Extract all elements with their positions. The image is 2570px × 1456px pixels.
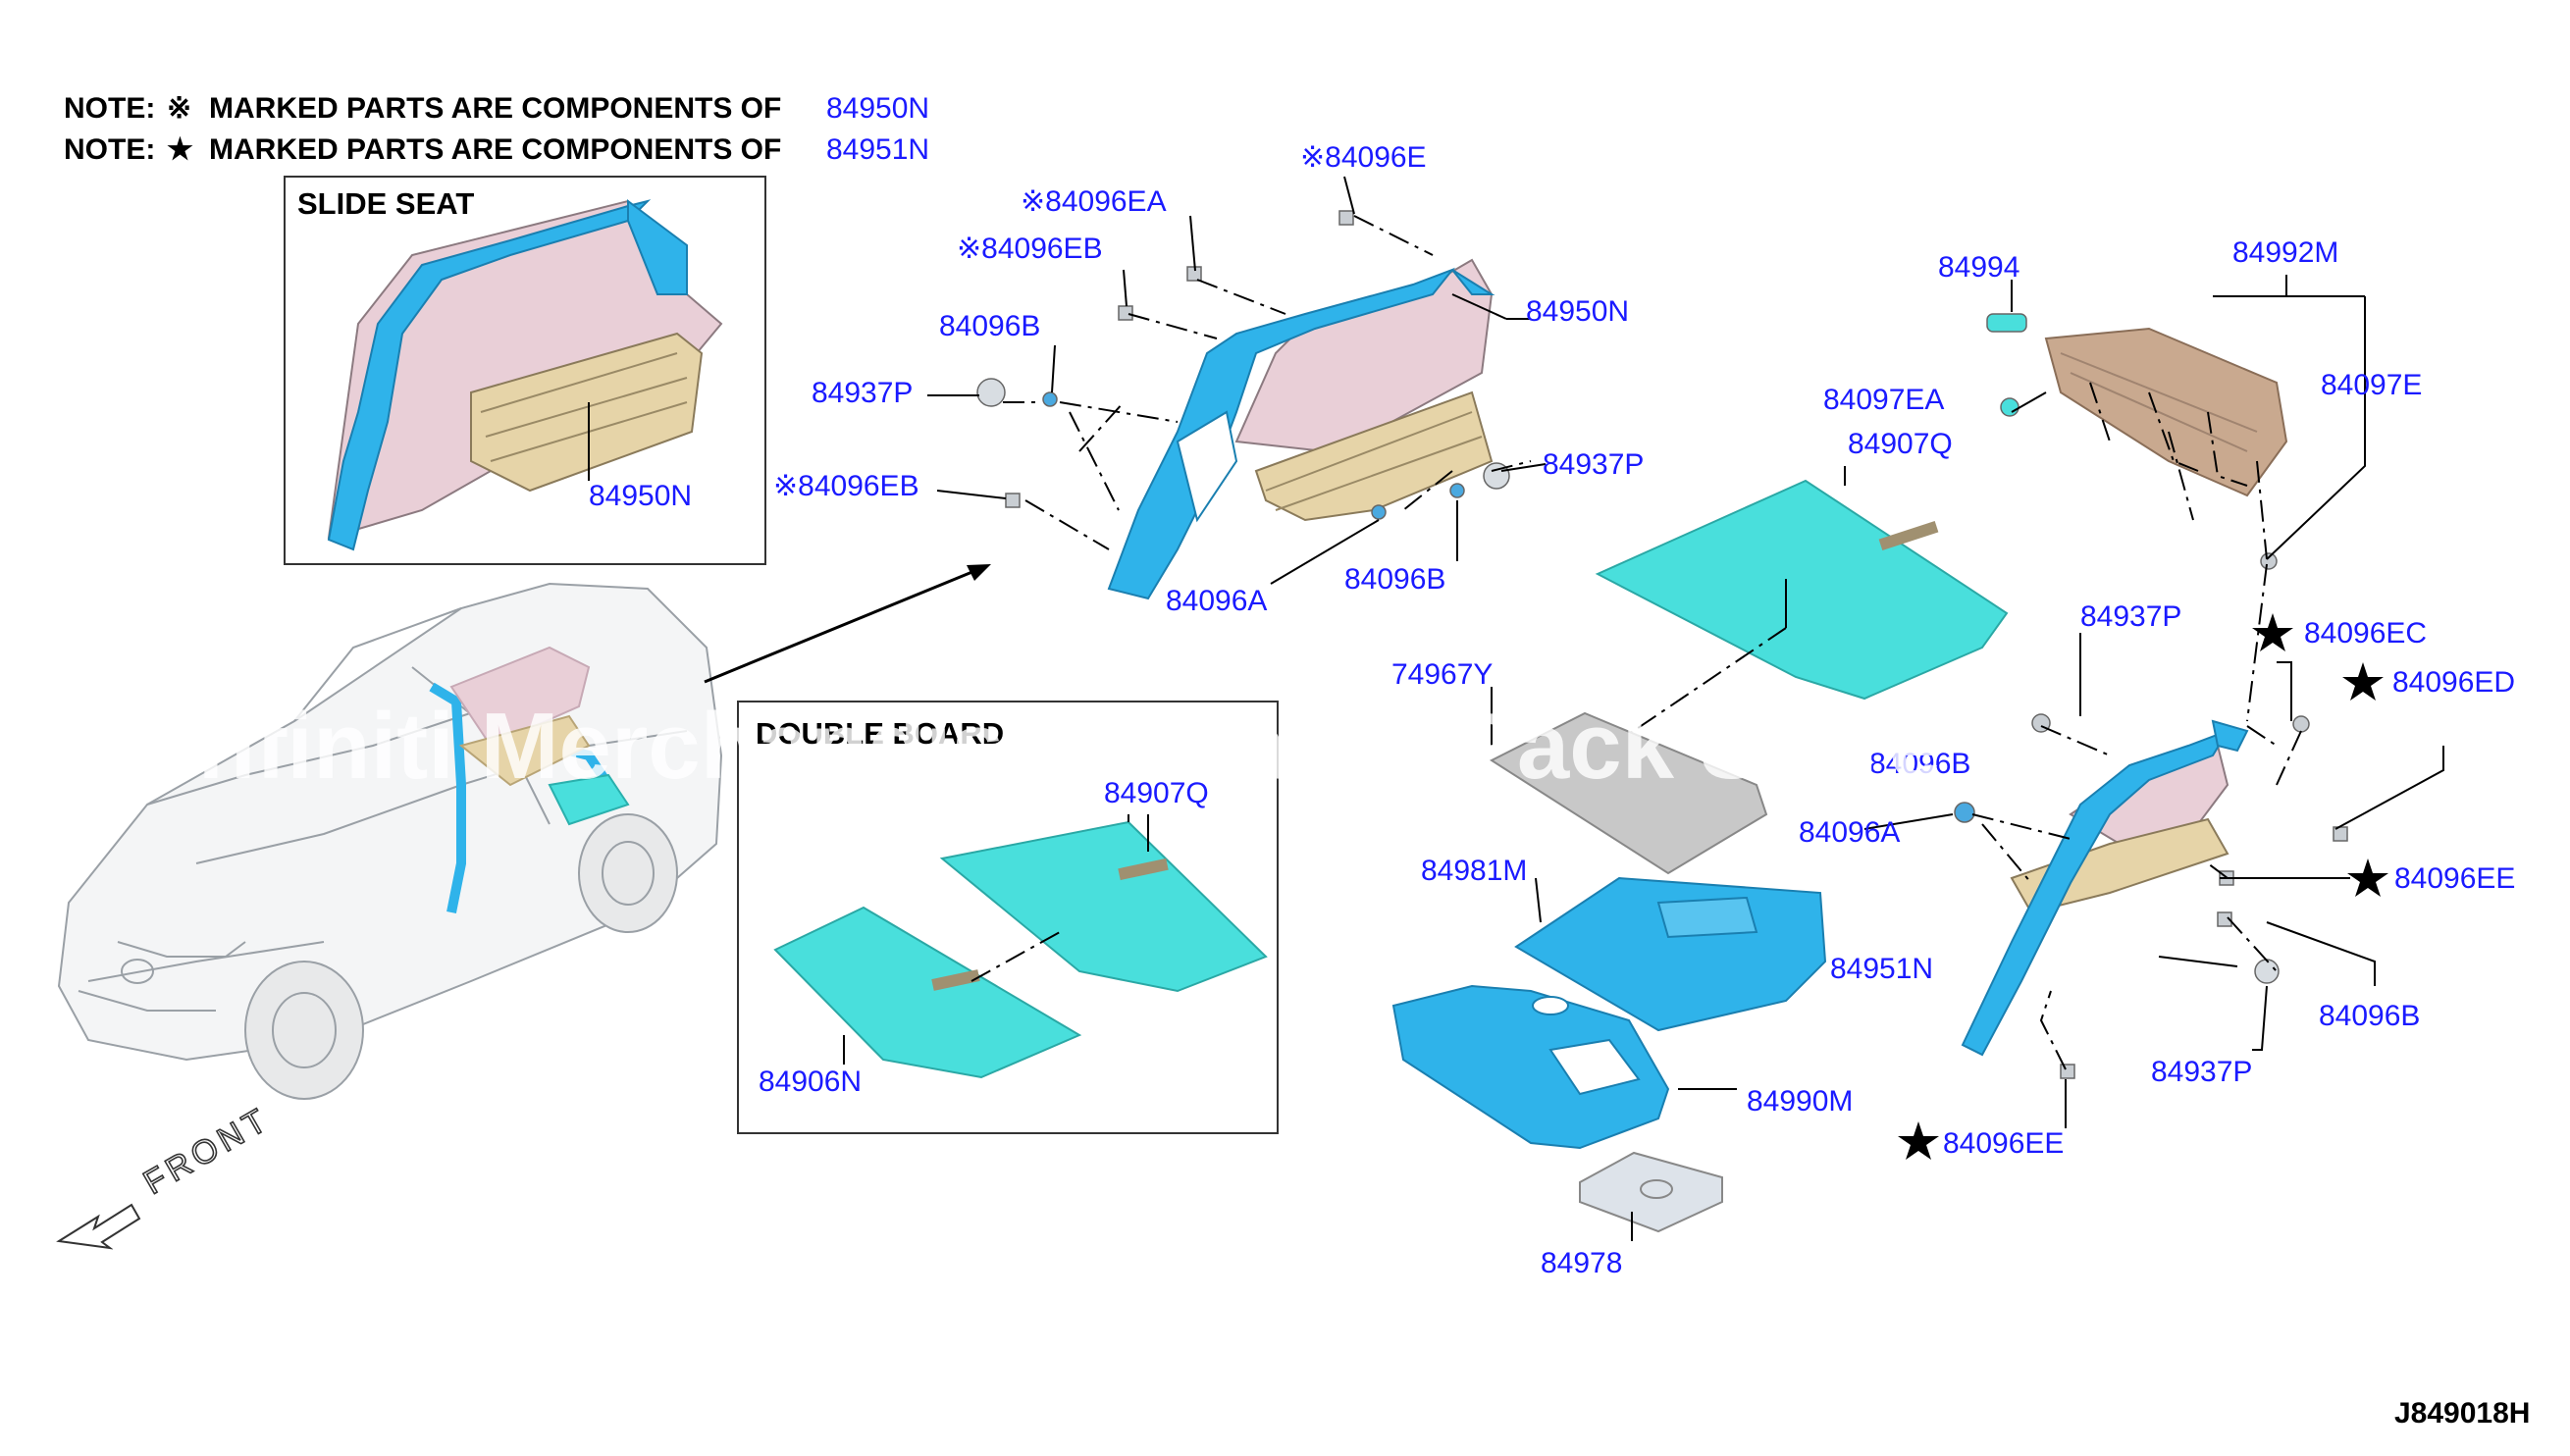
callout-84096ec[interactable]: 84096EC [2304,617,2427,650]
callout-84937p-mid[interactable]: 84937P [1543,448,1644,481]
callout-84992m[interactable]: 84992M [2232,236,2338,269]
callout-labels: ※84096E ※84096EA ※84096EB 84096B 84937P … [773,141,2515,1279]
callout-84096ee-b[interactable]: 84096EE [1943,1127,2064,1160]
callout-84096b-mid[interactable]: 84096B [1344,563,1445,596]
callout-74967y[interactable]: 74967Y [1391,658,1493,691]
double-board-frame [737,701,1279,1134]
callout-84937p-left[interactable]: 84937P [812,377,913,409]
mat-74967y [1489,687,1768,875]
note-2-prefix: NOTE: [64,133,155,166]
double-board-84906n-label[interactable]: 84906N [759,1066,862,1098]
double-board-title: DOUBLE BOARD [756,716,1004,751]
callout-84097ea[interactable]: 84097EA [1823,384,1944,416]
slide-seat-title: SLIDE SEAT [297,186,474,221]
callout-84096eb-low[interactable]: ※84096EB [773,470,919,502]
front-label: FRONT [137,1100,277,1202]
star-marks [1898,613,2388,1160]
callout-84096a-left[interactable]: 84096A [1166,585,1267,617]
callout-84096eb-top[interactable]: ※84096EB [957,233,1103,265]
callout-84096b-partial[interactable]: 84096B [1869,748,1970,780]
callout-84990m[interactable]: 84990M [1747,1085,1853,1118]
callout-84097e[interactable]: 84097E [2321,369,2422,401]
tray-84990m [1391,984,1737,1150]
callout-84907q-main[interactable]: 84907Q [1848,428,1953,460]
callout-84096b-left[interactable]: 84096B [939,310,1040,342]
floor-box-84981m [1514,876,1827,1032]
slide-seat-frame [284,176,766,565]
note-2-text: MARKED PARTS ARE COMPONENTS OF [209,133,781,166]
board-84906n-drawing [773,906,1082,1079]
notes: NOTE: ※ MARKED PARTS ARE COMPONENTS OF 8… [64,92,929,166]
main-trim-assembly [1107,258,1495,600]
note-1-mark: ※ [167,92,191,125]
star-icon [1898,1121,1939,1160]
slide-seat-trim-drawing [327,199,723,551]
slide-seat-part-label[interactable]: 84950N [589,480,692,512]
callout-84937p-low[interactable]: 84937P [2151,1056,2252,1088]
star-icon [2347,858,2388,897]
callout-84096a-right[interactable]: 84096A [1799,816,1900,849]
callout-84937p-right[interactable]: 84937P [2080,600,2181,633]
callout-84096ee-a[interactable]: 84096EE [2394,862,2515,895]
slide-seat-inset: SLIDE SEAT 84950N [284,176,766,565]
callout-84096e[interactable]: ※84096E [1300,141,1427,174]
plate-84978 [1579,1151,1723,1241]
detail-arrow [704,564,991,684]
front-arrow-icon [56,1203,141,1250]
note-1-text: MARKED PARTS ARE COMPONENTS OF [209,92,781,125]
callout-84950n-main[interactable]: 84950N [1526,295,1629,328]
callout-84096ed[interactable]: 84096ED [2392,666,2515,699]
star-icon [2342,662,2384,701]
star-icon [2252,613,2293,651]
callout-84951n[interactable]: 84951N [1830,953,1933,985]
callout-84981m[interactable]: 84981M [1421,855,1527,887]
diagram-code: J849018H [2394,1397,2530,1430]
watermark: Infiniti Merchandise Catalog Pack Store [172,694,1941,799]
tonneau-board [2011,275,2366,560]
note-2-ref[interactable]: 84951N [826,133,929,166]
callout-84994[interactable]: 84994 [1938,251,2019,284]
vehicle-illustration [57,582,723,1100]
note-1-ref[interactable]: 84950N [826,92,929,125]
right-trim-assembly [1961,719,2249,1057]
callout-84096b-right[interactable]: 84096B [2319,1000,2420,1032]
callout-84096ea[interactable]: ※84096EA [1021,185,1167,218]
note-1-prefix: NOTE: [64,92,155,125]
leader-lines-right [1863,563,2444,1128]
floor-board-84907q [1595,466,2009,742]
note-2-mark: ★ [167,133,193,166]
board-84907q-drawing [939,820,1268,993]
double-board-84907q-label[interactable]: 84907Q [1104,777,1209,809]
leader-lines-main [927,176,1547,585]
front-indicator: FRONT [56,1099,278,1250]
double-board-inset: DOUBLE BOARD 84907Q 84906N [737,701,1279,1134]
callout-84978[interactable]: 84978 [1541,1247,1622,1279]
